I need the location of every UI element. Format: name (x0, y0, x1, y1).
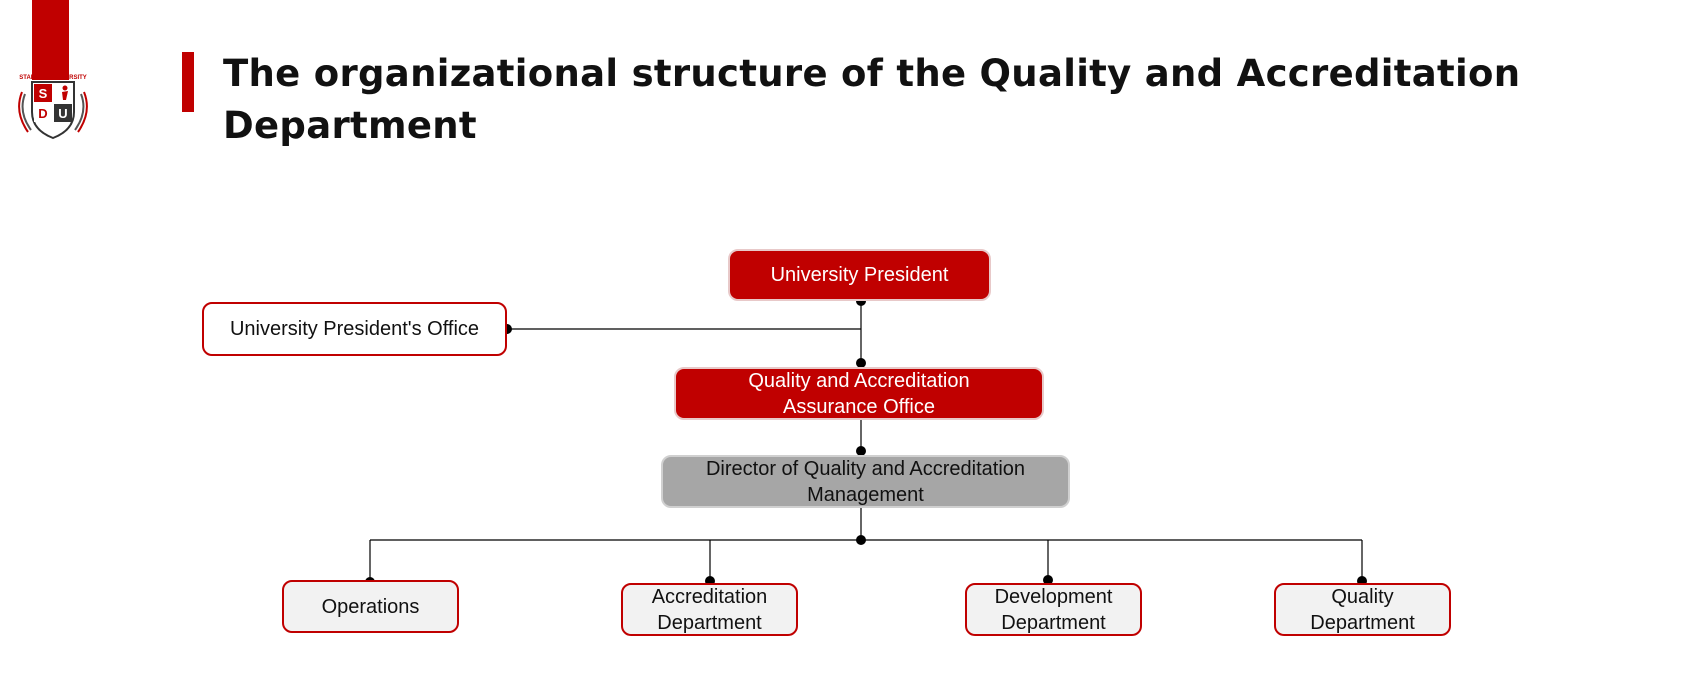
torch-icon (62, 85, 68, 100)
junction-dot (856, 358, 866, 368)
node-department-operations: Operations (282, 580, 459, 633)
logo-letter-d: D (38, 106, 47, 121)
node-university-president: University President (728, 249, 991, 301)
node-department-quality: Quality Department (1274, 583, 1451, 636)
university-logo: STARDOM UNIVERSITY S D U (18, 75, 88, 140)
logo-letter-u: U (58, 106, 67, 121)
junction-dot (856, 446, 866, 456)
node-qa-office: Quality and Accreditation Assurance Offi… (674, 367, 1044, 420)
node-president-office: University President's Office (202, 302, 507, 356)
junction-dot (1043, 575, 1053, 585)
logo-red-bar (32, 0, 69, 80)
node-director: Director of Quality and Accreditation Ma… (661, 455, 1070, 508)
page-title: The organizational structure of the Qual… (223, 52, 1521, 147)
logo-wordmark: STARDOM UNIVERSITY (19, 75, 87, 81)
node-department-development: Development Department (965, 583, 1142, 636)
node-department-accreditation: Accreditation Department (621, 583, 798, 636)
junction-dot (856, 535, 866, 545)
logo-letter-s: S (39, 86, 48, 101)
title-accent-bar (182, 52, 194, 112)
